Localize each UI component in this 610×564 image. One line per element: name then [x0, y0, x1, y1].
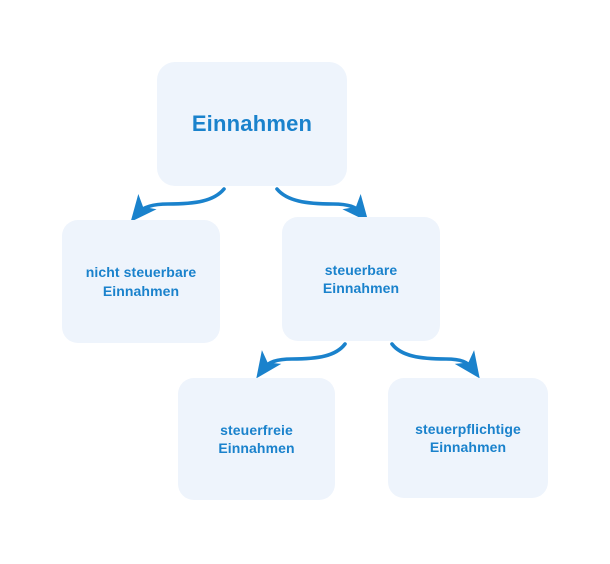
node-label: Einnahmen — [191, 111, 313, 137]
node-nicht-steuerbare-einnahmen[interactable]: nicht steuerbare Einnahmen — [62, 220, 220, 343]
connector-root-to-steuerbare — [275, 187, 369, 222]
node-steuerfreie-einnahmen[interactable]: steuerfreie Einnahmen — [178, 378, 335, 500]
connector-steuerbare-to-steuerfreie — [256, 342, 347, 379]
node-label: steuerfreie Einnahmen — [218, 421, 295, 456]
node-label: steuerpflichtige Einnahmen — [415, 420, 521, 455]
node-label: steuerbare Einnahmen — [322, 261, 400, 296]
node-einnahmen[interactable]: Einnahmen — [157, 62, 347, 186]
node-label: nicht steuerbare Einnahmen — [85, 264, 197, 299]
node-steuerpflichtige-einnahmen[interactable]: steuerpflichtige Einnahmen — [388, 378, 548, 498]
node-steuerbare-einnahmen[interactable]: steuerbare Einnahmen — [282, 217, 440, 341]
connector-root-to-nicht-steuerbare — [130, 187, 226, 222]
connector-steuerbare-to-steuerpflichtige — [390, 342, 480, 379]
